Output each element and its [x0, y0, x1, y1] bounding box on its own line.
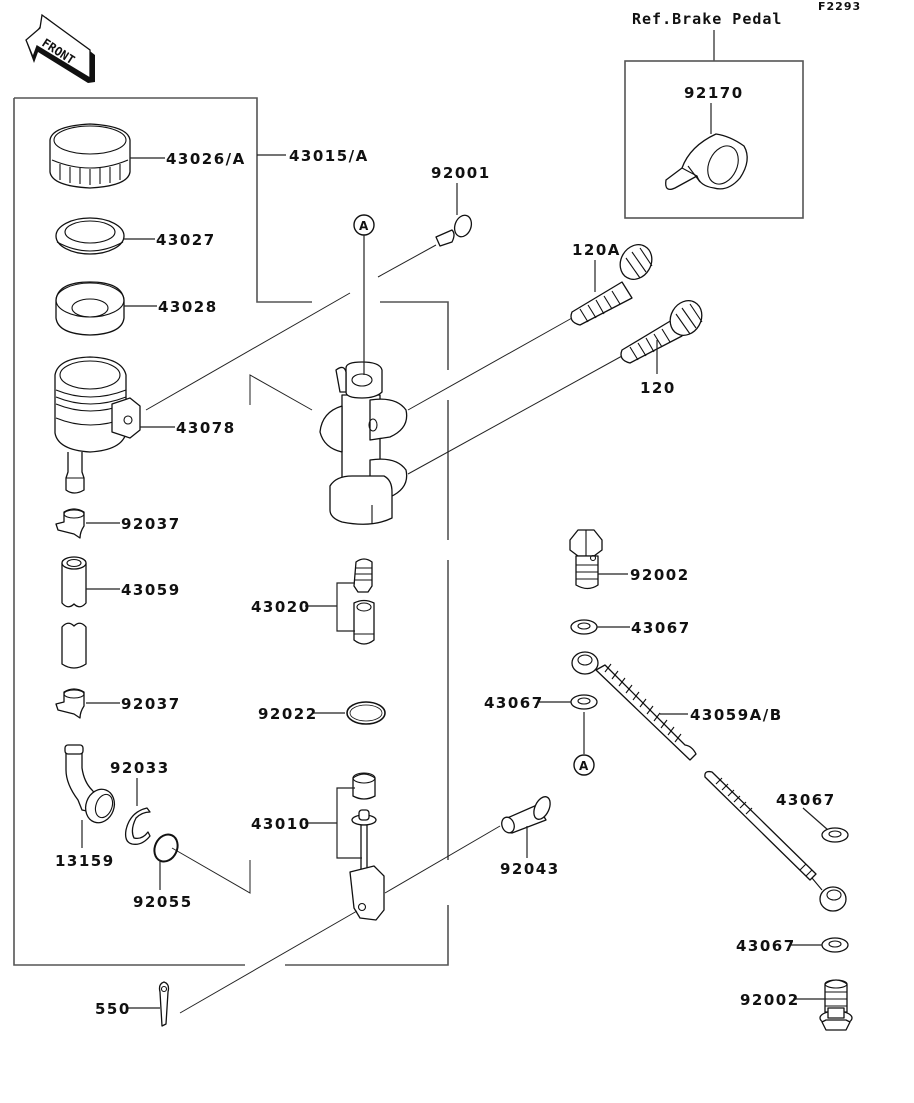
part-label-92001[interactable]: 92001	[431, 164, 491, 182]
part-43028-diaphragm[interactable]	[55, 281, 125, 336]
part-13159-elbow-fitting[interactable]	[64, 744, 119, 827]
part-label-43067-b[interactable]: 43067	[484, 694, 544, 712]
part-43026A-reservoir-cap[interactable]	[49, 123, 131, 189]
part-43010-push-rod[interactable]	[349, 772, 385, 921]
part-label-13159[interactable]: 13159	[55, 852, 115, 870]
part-label-43027[interactable]: 43027	[156, 231, 216, 249]
part-label-43067-c[interactable]: 43067	[776, 791, 836, 809]
part-label-43028[interactable]: 43028	[158, 298, 218, 316]
part-label-43067-d[interactable]: 43067	[736, 937, 796, 955]
part-label-43067-a[interactable]: 43067	[631, 619, 691, 637]
part-label-43059[interactable]: 43059	[121, 581, 181, 599]
part-43067-washer-c[interactable]	[821, 827, 849, 843]
part-label-92033[interactable]: 92033	[110, 759, 170, 777]
part-43059-hose[interactable]	[61, 556, 87, 669]
part-120A-bolt[interactable]	[570, 239, 658, 326]
part-label-92002-bottom[interactable]: 92002	[740, 991, 800, 1009]
ref-brake-pedal-label: Ref.Brake Pedal	[632, 10, 782, 28]
part-label-92043[interactable]: 92043	[500, 860, 560, 878]
part-120-bolt[interactable]	[620, 295, 708, 364]
part-43067-washer-d[interactable]	[821, 937, 849, 953]
part-92002-banjo-bolt-bottom[interactable]	[819, 979, 853, 1031]
part-label-43020[interactable]: 43020	[251, 598, 311, 616]
part-label-43015A[interactable]: 43015/A	[289, 147, 369, 165]
part-label-92022[interactable]: 92022	[258, 705, 318, 723]
front-arrow-icon: FRONT	[25, 13, 95, 83]
part-43059AB-brake-hose[interactable]	[571, 651, 847, 912]
svg-text:A: A	[359, 219, 369, 233]
part-label-120[interactable]: 120	[640, 379, 676, 397]
part-92037-hose-clamp-top[interactable]	[55, 508, 85, 539]
part-label-92037-bottom[interactable]: 92037	[121, 695, 181, 713]
part-master-cylinder-body[interactable]	[319, 361, 408, 525]
part-43020-secondary-cup-set[interactable]	[353, 558, 375, 645]
part-label-43078[interactable]: 43078	[176, 419, 236, 437]
part-label-43059AB[interactable]: 43059A/B	[690, 706, 783, 724]
part-label-92170[interactable]: 92170	[684, 84, 744, 102]
svg-text:A: A	[579, 759, 589, 773]
part-43067-washer-b[interactable]	[570, 694, 598, 710]
part-label-92037-top[interactable]: 92037	[121, 515, 181, 533]
figure-id: F2293	[818, 0, 861, 13]
part-92170-clamp[interactable]	[665, 133, 748, 191]
callout-a-top[interactable]: A	[353, 214, 375, 236]
part-label-92002-top[interactable]: 92002	[630, 566, 690, 584]
part-92001-bolt[interactable]	[435, 213, 474, 247]
part-550-cotter-pin[interactable]	[158, 981, 170, 1027]
part-label-43026A[interactable]: 43026/A	[166, 150, 246, 168]
part-92043-clevis-pin[interactable]	[500, 794, 554, 834]
part-43078-reservoir[interactable]	[54, 356, 141, 494]
part-92022-circlip[interactable]	[346, 701, 386, 725]
part-43027-diaphragm-plate[interactable]	[55, 217, 125, 255]
part-label-120A[interactable]: 120A	[572, 241, 621, 259]
callout-a-bottom[interactable]: A	[573, 754, 595, 776]
part-43067-washer-a[interactable]	[570, 619, 598, 635]
part-92037-hose-clamp-bottom[interactable]	[55, 688, 85, 719]
part-92002-banjo-bolt-top[interactable]	[569, 529, 603, 590]
part-label-43010[interactable]: 43010	[251, 815, 311, 833]
part-92055-o-ring[interactable]	[150, 831, 182, 866]
part-92033-circlip[interactable]	[124, 807, 151, 845]
part-label-92055[interactable]: 92055	[133, 893, 193, 911]
part-label-550[interactable]: 550	[95, 1000, 131, 1018]
